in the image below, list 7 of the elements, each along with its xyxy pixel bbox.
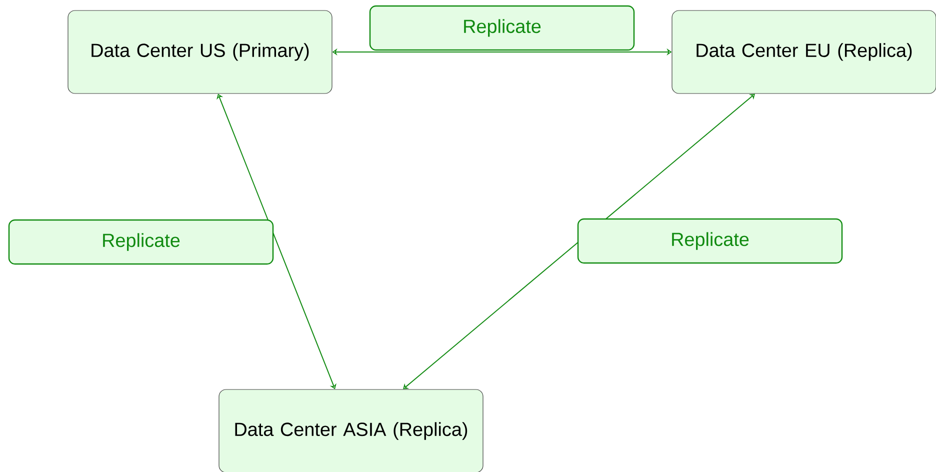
edge-label: Replicate (8, 219, 274, 265)
process-box: Data Center US (Primary) (68, 10, 332, 94)
arrow (403, 94, 755, 390)
process-box: Data Center EU (Replica) (672, 10, 936, 94)
edge-label: Replicate (369, 5, 635, 51)
edge-label: Replicate (577, 218, 843, 264)
process-box: Data Center ASIA (Replica) (218, 389, 484, 472)
